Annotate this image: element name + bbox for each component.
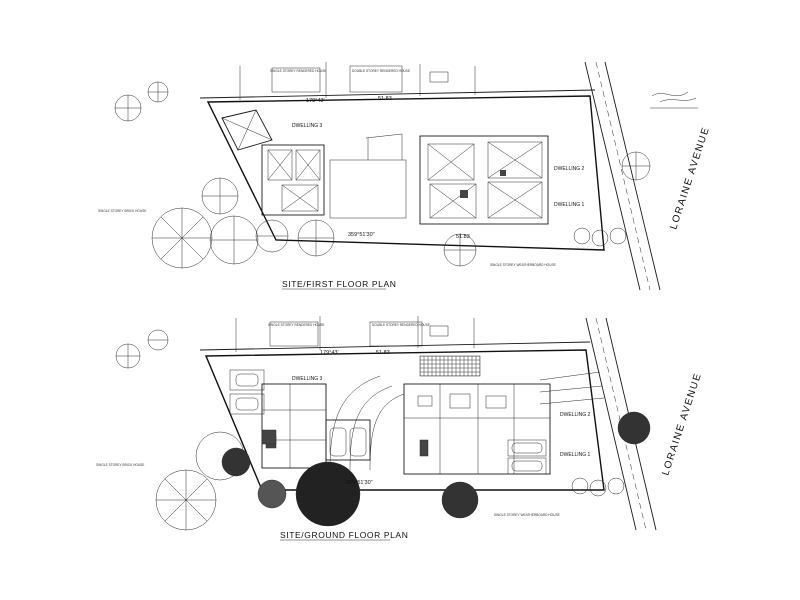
trees-lower [115,329,651,531]
road-edge-upper-2 [604,61,661,291]
upper-length-bottom: 51.83 [456,234,470,240]
lower-length-top: 51.83 [376,350,390,356]
upper-dwelling-2-label: DWELLING 2 [554,166,585,172]
upper-dwelling-1-label: DWELLING 1 [554,202,585,208]
lower-bearing-bottom: 359°51'30" [346,480,373,486]
upper-note-2: DOUBLE STOREY RENDERED HOUSE [352,69,410,73]
upper-plan-title: SITE/FIRST FLOOR PLAN [282,279,396,289]
upper-note-1: SINGLE STOREY RENDERED HOUSE [270,69,327,73]
lower-note-3: SINGLE STOREY WEATHERBOARD HOUSE [494,513,560,517]
upper-dwelling-3-label: DWELLING 3 [292,123,323,129]
upper-note-3: SINGLE STOREY WEATHERBOARD HOUSE [490,263,556,267]
dwelling-1-2-roof [419,135,549,225]
lower-plan-title: SITE/GROUND FLOOR PLAN [280,530,408,540]
lower-dwelling-1-label: DWELLING 1 [560,452,591,458]
lower-bearing-top: 179°43' [320,350,339,356]
trees-upper [114,81,651,269]
upper-bearing-bottom: 359°51'30" [348,232,375,238]
site-first-floor-plan: 179°43' 51.83 359°51'30" 51.83 DWELLING … [98,61,712,291]
upper-length-top: 51.83 [378,96,392,102]
upper-note-4: SINGLE STOREY BRICK HOUSE [98,209,146,213]
lower-dwelling-2-label: DWELLING 2 [560,412,591,418]
dwelling-3-roof [221,109,325,216]
upper-bearing-top: 179°43' [306,98,325,104]
lower-note-4: SINGLE STOREY BRICK HOUSE [96,463,144,467]
signature-stamp [650,91,698,109]
ground-floor-layout [229,355,605,475]
site-ground-floor-plan: 179°43' 51.83 359°51'30" DWELLING 3 DWEL… [96,316,704,541]
site-boundary-lower [204,349,605,491]
lower-note-2: DOUBLE STOREY RENDERED HOUSE [372,323,430,327]
site-boundary [206,95,605,251]
upper-street-name: LORAINE AVENUE [668,125,712,231]
top-neighbour-line [199,89,596,99]
lower-dwelling-3-label: DWELLING 3 [292,376,323,382]
lower-note-1: SINGLE STOREY RENDERED HOUSE [268,323,325,327]
lower-street-name: LORAINE AVENUE [660,371,704,477]
road-edge-upper-1 [584,61,641,291]
